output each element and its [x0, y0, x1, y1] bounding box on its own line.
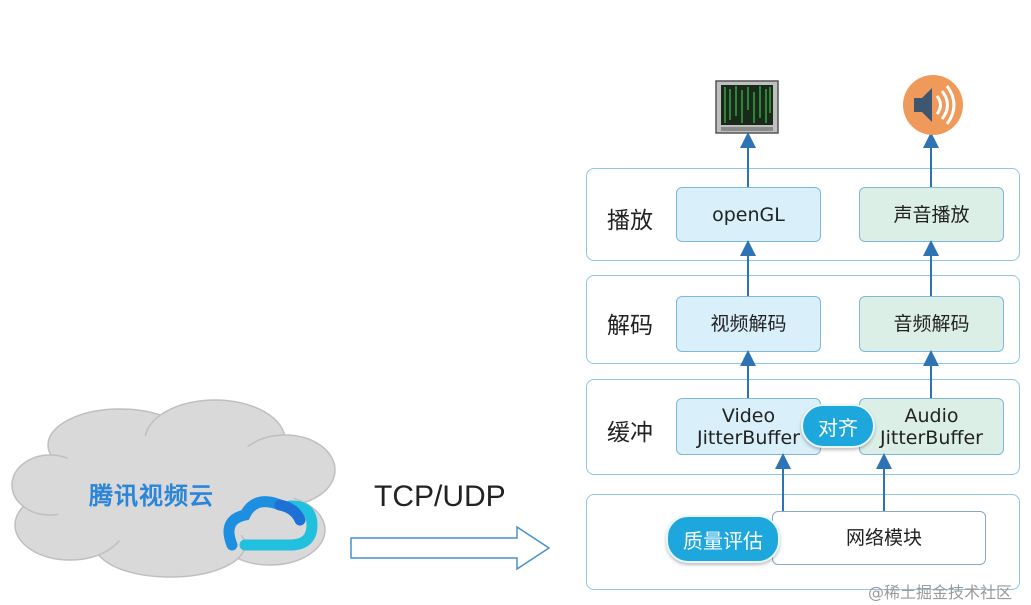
decode-label: 解码 — [607, 313, 653, 339]
cloud-logo-icon — [223, 496, 318, 551]
audio-playback-node: 声音播放 — [859, 187, 1004, 242]
protocol-label: TCP/UDP — [374, 480, 506, 513]
playback-label: 播放 — [607, 208, 653, 234]
hollow-arrow — [350, 525, 551, 571]
watermark: @稀土掘金技术社区 — [868, 583, 1013, 602]
video-jitterbuffer-node: Video JitterBuffer — [676, 398, 821, 455]
opengl-node: openGL — [676, 187, 821, 242]
audio-jitterbuffer-line2: JitterBuffer — [880, 426, 983, 449]
audio-jitterbuffer-line1: Audio — [904, 404, 959, 427]
quality-assessment-badge: 质量评估 — [666, 515, 780, 563]
video-decode-node: 视频解码 — [676, 296, 821, 352]
video-jitterbuffer-line1: Video — [721, 404, 776, 427]
monitor-icon — [715, 80, 779, 134]
cloud-title: 腾讯视频云 — [89, 482, 214, 510]
video-jitterbuffer-line2: JitterBuffer — [697, 426, 800, 449]
audio-decode-node: 音频解码 — [859, 296, 1004, 352]
network-module-node: 网络模块 — [772, 511, 986, 565]
speaker-icon — [903, 75, 963, 135]
audio-jitterbuffer-node: Audio JitterBuffer — [859, 398, 1004, 455]
align-badge: 对齐 — [801, 404, 875, 448]
buffer-label: 缓冲 — [607, 420, 653, 446]
